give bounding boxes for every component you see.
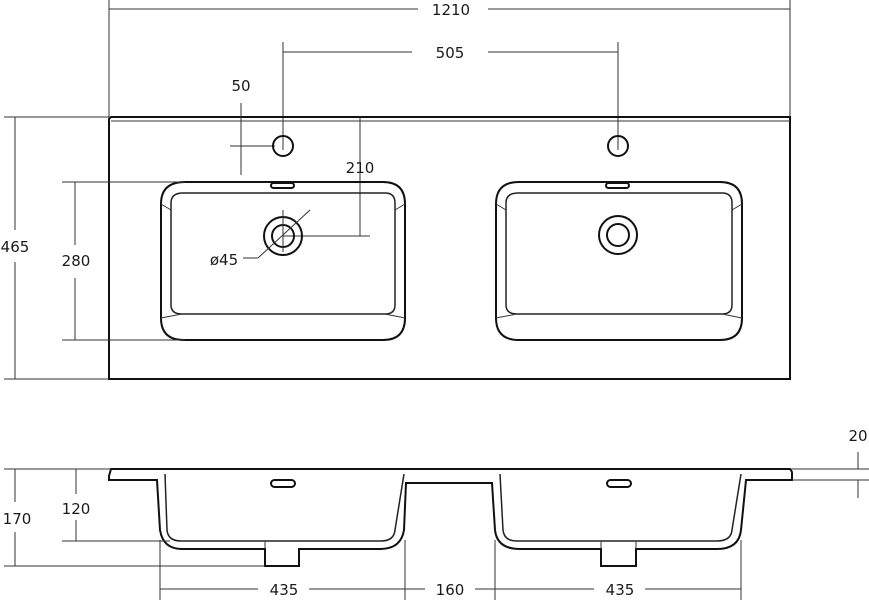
bowl-spacing-label: 505 — [436, 44, 465, 62]
dimension-bowl-height: 120 — [62, 468, 170, 542]
right-bowl — [495, 135, 743, 341]
dimension-overall-depth: 465 — [1, 116, 111, 380]
rim-thickness-label: 20 — [848, 427, 867, 445]
bowl-width-left-label: 435 — [270, 581, 299, 599]
overflow-slot-right — [605, 182, 630, 189]
overall-width-label: 1210 — [432, 1, 470, 19]
drain-diameter-label: ø45 — [210, 251, 238, 269]
dimension-bottom-widths: 435 160 435 — [159, 540, 742, 600]
bowl-width-right-label: 435 — [606, 581, 635, 599]
dimension-total-height: 170 — [3, 468, 265, 567]
dimension-bowl-depth: 280 — [62, 181, 185, 341]
overall-depth-label: 465 — [1, 238, 30, 256]
tap-hole-left — [272, 135, 294, 157]
tap-offset-label: 50 — [231, 77, 250, 95]
overflow-side-left — [270, 479, 296, 488]
side-view: 20 120 170 — [3, 427, 869, 600]
section-profile — [108, 468, 793, 567]
top-view: 1210 505 50 210 — [1, 0, 791, 380]
countertop-outline — [108, 116, 791, 380]
bowl-depth-label: 280 — [62, 252, 91, 270]
dimension-tap-offset: 50 — [230, 77, 275, 175]
drain-outer-right — [598, 215, 638, 255]
dimension-bowl-spacing: 505 — [282, 42, 619, 150]
total-height-label: 170 — [3, 510, 32, 528]
tap-to-drain-label: 210 — [346, 159, 375, 177]
overflow-slot-left — [270, 182, 295, 189]
dimension-overall-width: 1210 — [108, 0, 791, 118]
tap-hole-right — [607, 135, 629, 157]
drain-inner-right — [606, 223, 630, 247]
bowl-gap-label: 160 — [436, 581, 465, 599]
dimension-tap-to-drain: 210 — [283, 117, 375, 237]
dimension-rim-thickness: 20 — [790, 427, 869, 498]
bowl-height-label: 120 — [62, 500, 91, 518]
left-bowl: ø45 — [160, 135, 406, 341]
overflow-side-right — [606, 479, 632, 488]
